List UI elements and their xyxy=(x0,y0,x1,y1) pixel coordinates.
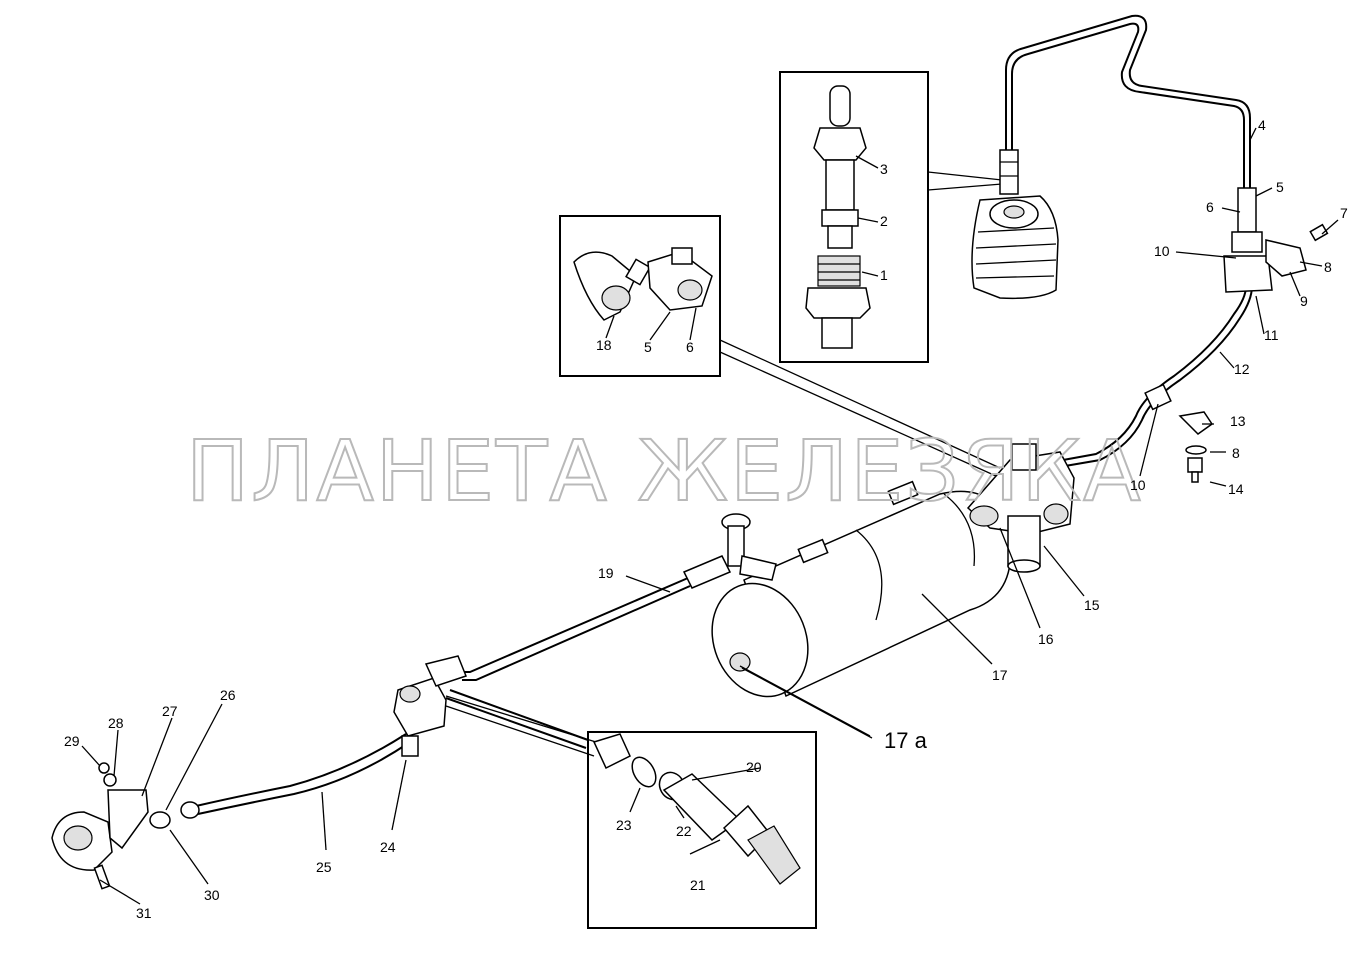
label-26: 26 xyxy=(220,687,236,703)
label-8-upper: 8 xyxy=(1324,259,1332,275)
label-17: 17 xyxy=(992,667,1008,683)
label-15: 15 xyxy=(1084,597,1100,613)
label-21: 21 xyxy=(690,877,706,893)
valve-24 xyxy=(393,655,467,757)
regulator-assembly xyxy=(1223,187,1329,293)
label-24: 24 xyxy=(380,839,396,855)
bolt-14 xyxy=(1187,457,1203,483)
label-5-box: 5 xyxy=(644,339,652,355)
label-6-box: 6 xyxy=(686,339,694,355)
fitting-2 xyxy=(821,209,859,249)
label-31: 31 xyxy=(136,905,152,921)
label-22: 22 xyxy=(676,823,692,839)
label-9: 9 xyxy=(1300,293,1308,309)
label-12: 12 xyxy=(1234,361,1250,377)
pipe-lines xyxy=(195,14,1253,815)
label-10-lower: 10 xyxy=(1130,477,1146,493)
label-30: 30 xyxy=(204,887,220,903)
label-20: 20 xyxy=(746,759,762,775)
seal-ring-23 xyxy=(631,756,657,788)
label-18: 18 xyxy=(596,337,612,353)
clip-10 xyxy=(1144,383,1172,411)
part-labels: 1 2 3 4 5 6 7 8 9 10 11 12 13 8 14 10 15… xyxy=(64,117,1348,921)
fitting-18-elbow xyxy=(573,251,651,321)
fitting-1 xyxy=(805,255,871,349)
label-17a: 17 а xyxy=(884,728,928,753)
label-14: 14 xyxy=(1228,481,1244,497)
label-4: 4 xyxy=(1258,117,1266,133)
label-17a-leader xyxy=(739,665,873,739)
label-23: 23 xyxy=(616,817,632,833)
label-7: 7 xyxy=(1340,205,1348,221)
label-5-right: 5 xyxy=(1276,179,1284,195)
brake-valve-left xyxy=(51,762,200,890)
detail-box-fittings-18 xyxy=(559,215,721,377)
fitting-3 xyxy=(813,85,867,211)
washer-8 xyxy=(1185,445,1207,455)
label-25: 25 xyxy=(316,859,332,875)
label-11: 11 xyxy=(1264,327,1279,343)
label-19: 19 xyxy=(598,565,614,581)
label-16: 16 xyxy=(1038,631,1054,647)
fitting-nut xyxy=(592,733,631,770)
label-29: 29 xyxy=(64,733,80,749)
label-28: 28 xyxy=(108,715,124,731)
fitting-21 xyxy=(722,804,801,885)
label-10-upper: 10 xyxy=(1154,243,1170,259)
tee-fitting xyxy=(682,513,777,589)
detail-box-fittings-20-23 xyxy=(587,731,817,929)
fitting-5-6-valve xyxy=(647,247,713,311)
label-6-right: 6 xyxy=(1206,199,1214,215)
clip-13 xyxy=(1178,411,1214,435)
label-27: 27 xyxy=(162,703,178,719)
watermark-text: ПЛАНЕТА ЖЕЛЕЗЯКА xyxy=(186,422,1143,520)
label-leader-lines xyxy=(81,127,1339,905)
detail-box-fittings-1-3 xyxy=(779,71,929,363)
label-2: 2 xyxy=(880,213,888,229)
label-8-lower: 8 xyxy=(1232,445,1240,461)
valve-block xyxy=(966,443,1075,573)
label-3: 3 xyxy=(880,161,888,177)
label-13: 13 xyxy=(1230,413,1246,429)
compressor xyxy=(971,149,1059,300)
label-1: 1 xyxy=(880,267,888,283)
